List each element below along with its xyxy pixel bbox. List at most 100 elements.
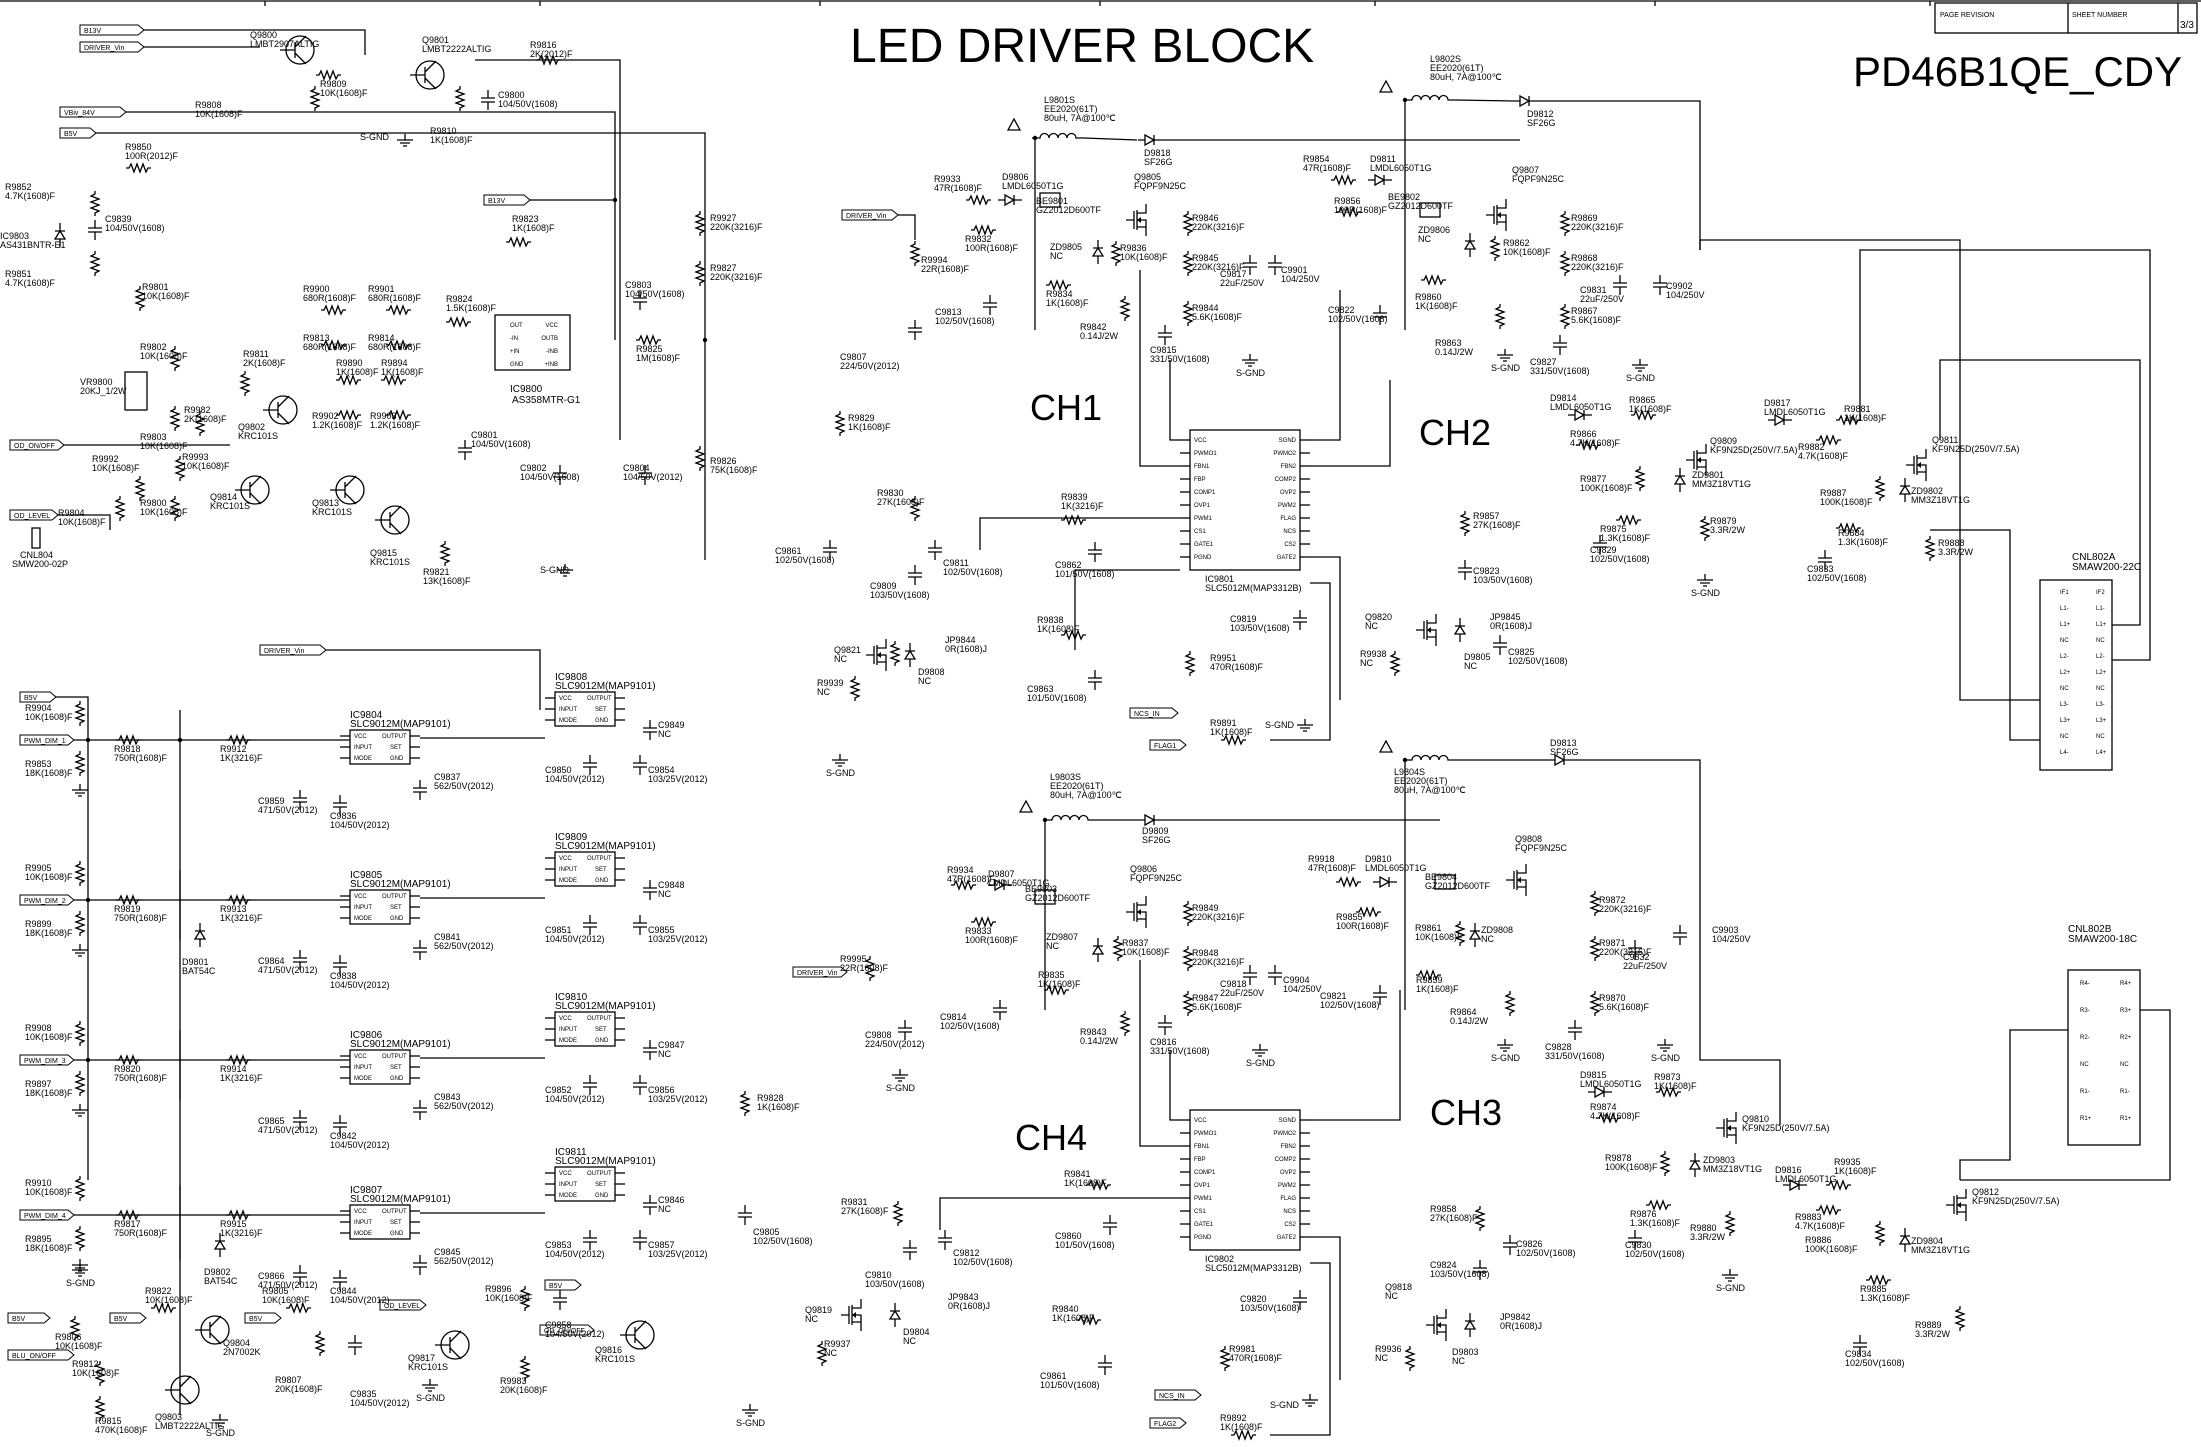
c9841-ref: C9841 xyxy=(434,932,461,942)
resistor-r9903 xyxy=(386,409,411,421)
c9866-value: 471/50V(2012) xyxy=(258,1280,318,1290)
net-tag-pwm_dim_3 xyxy=(19,1054,75,1066)
transistor-arrow xyxy=(1137,217,1141,223)
ground-symbol xyxy=(1497,349,1513,362)
q9816-value: KRC101S xyxy=(595,1354,635,1364)
capacitor-c9813 xyxy=(983,295,997,315)
r9933-ref: R9933 xyxy=(934,174,961,184)
resistor-r9935 xyxy=(1826,1179,1851,1191)
ic-ic9802 xyxy=(1189,1109,1301,1251)
resistor-r9899 xyxy=(74,911,86,936)
ic-pin-label: MODE xyxy=(354,916,372,922)
capacitor-c9851 xyxy=(583,915,597,935)
ic-pin-label: FBN2 xyxy=(1281,1144,1297,1150)
l9802s-core: EE2020(61T) xyxy=(1430,63,1484,73)
q9802-ref: Q9802 xyxy=(238,422,265,432)
c9805-ref: C9805 xyxy=(753,1227,780,1237)
resistor-r9872 xyxy=(1589,891,1601,916)
ic-ic9810 xyxy=(554,1011,616,1047)
c9804-value: 104/50V(2012) xyxy=(623,472,683,482)
c9858-value: 104/50V(2012) xyxy=(545,1329,605,1339)
diode-zd9804 xyxy=(1898,1228,1912,1252)
r9887-ref: R9887 xyxy=(1820,488,1847,498)
resistor-r9896 xyxy=(519,1286,531,1311)
resistor-r9854 xyxy=(1331,174,1356,186)
d9813-value: SF26G xyxy=(1550,747,1579,757)
r9902-ref: R9902 xyxy=(312,411,339,421)
transistor-body xyxy=(195,1315,222,1345)
ic-pin-label: FBN1 xyxy=(1194,1144,1210,1150)
ground-label: S-GND xyxy=(1691,588,1721,598)
resistor-r9874 xyxy=(1596,1112,1621,1124)
resistor-r9855 xyxy=(1356,906,1381,918)
r9892-value: 1K(1608)F xyxy=(1220,1422,1263,1432)
ic-pin-label: COMP2 xyxy=(1275,477,1297,483)
wire xyxy=(1074,569,1180,650)
net-tag-pwm_dim_1 xyxy=(19,734,75,746)
zd9802-ref: ZD9802 xyxy=(1911,486,1943,496)
sheet-number: 3/3 xyxy=(2180,20,2194,31)
zd9808-ref: ZD9808 xyxy=(1481,925,1513,935)
net-tag-b5v-6 xyxy=(544,1279,582,1291)
c9805-value: 102/50V(1608) xyxy=(753,1236,813,1246)
d9808-value: NC xyxy=(918,676,931,686)
c9859-value: 471/50V(2012) xyxy=(258,805,318,815)
c9827-value: 331/50V(1608) xyxy=(1530,366,1590,376)
r9857-ref: R9857 xyxy=(1473,511,1500,521)
capacitor-c9829 xyxy=(1593,535,1607,555)
q9807-value: FQPF9N25C xyxy=(1512,174,1565,184)
ic9806-ref: IC9806 xyxy=(350,1030,383,1041)
ic-pin-label: VCC xyxy=(354,894,367,900)
ic-pin-label: INPUT xyxy=(354,745,372,751)
q9808-value: FQPF9N25C xyxy=(1515,843,1568,853)
r9882-value: 4.7K(1608)F xyxy=(1798,451,1849,461)
connector-cnl802b xyxy=(2067,969,2141,1146)
r9847-value: 5.6K(1608)F xyxy=(1192,1002,1243,1012)
ground-symbol xyxy=(1297,719,1313,732)
ic-pin-label: OUTB xyxy=(541,336,558,342)
ic-pin-label: SET xyxy=(390,905,402,911)
l9801s-ref: L9801S xyxy=(1044,95,1075,105)
capacitor-c9836 xyxy=(333,795,347,815)
wire xyxy=(979,517,1180,550)
ic-pin-label: OUTPUT xyxy=(382,1209,407,1215)
r9874-value: 4.7K(1608)F xyxy=(1590,1111,1641,1121)
junction-dot xyxy=(85,897,91,903)
connector-pin-label: IF1 xyxy=(2060,590,2069,596)
c9834-ref: C9834 xyxy=(1845,1349,1872,1359)
transistor-q9807 xyxy=(1486,199,1507,231)
ic-pin-label: MODE xyxy=(354,1076,372,1082)
r9834-value: 1K(1608)F xyxy=(1046,298,1089,308)
ic-pin-label: GND xyxy=(595,878,609,884)
r9815-ref: R9815 xyxy=(95,1416,122,1426)
ic-pin-label: VCC xyxy=(354,734,367,740)
ic-pin-label: OUTPUT xyxy=(587,696,612,702)
net-tag-od-level xyxy=(9,509,59,521)
resistor-r9908 xyxy=(74,1021,86,1046)
r9983-ref: R9983 xyxy=(500,1376,527,1386)
capacitor-c9817 xyxy=(1243,255,1257,275)
net-tag-b5v-4-text: B5V xyxy=(114,1316,128,1323)
resistor-r9806 xyxy=(69,1316,81,1341)
r9812-ref: R9812 xyxy=(72,1359,99,1369)
r9821-value: 13K(1608)F xyxy=(423,576,471,586)
r9837-ref: R9837 xyxy=(1122,938,1149,948)
c9801-value: 104/50V(1608) xyxy=(471,439,531,449)
c9842-value: 104/50V(2012) xyxy=(330,1140,390,1150)
r9826-ref: R9826 xyxy=(710,456,737,466)
jp9842-ref: JP9842 xyxy=(1500,1312,1531,1322)
wire xyxy=(1537,100,1701,250)
connector-pin-label: R2+ xyxy=(2120,1035,2132,1041)
resistor-r9869 xyxy=(1559,211,1571,236)
resistor-r9866 xyxy=(1576,439,1601,451)
d9815-value: LMDL6050T1G xyxy=(1580,1079,1642,1089)
resistor-r9897 xyxy=(74,1071,86,1096)
resistor-r9864 xyxy=(1504,991,1516,1016)
diode-d9813 xyxy=(1548,753,1572,767)
r9872-ref: R9872 xyxy=(1599,895,1626,905)
transistor-body xyxy=(330,475,357,505)
c9821-value: 102/50V(1608) xyxy=(1320,1000,1380,1010)
c9857-value: 103/25V(2012) xyxy=(648,1249,708,1259)
r9868-ref: R9868 xyxy=(1571,253,1598,263)
l9802s-rating: 80uH, 7A@100℃ xyxy=(1430,72,1502,82)
